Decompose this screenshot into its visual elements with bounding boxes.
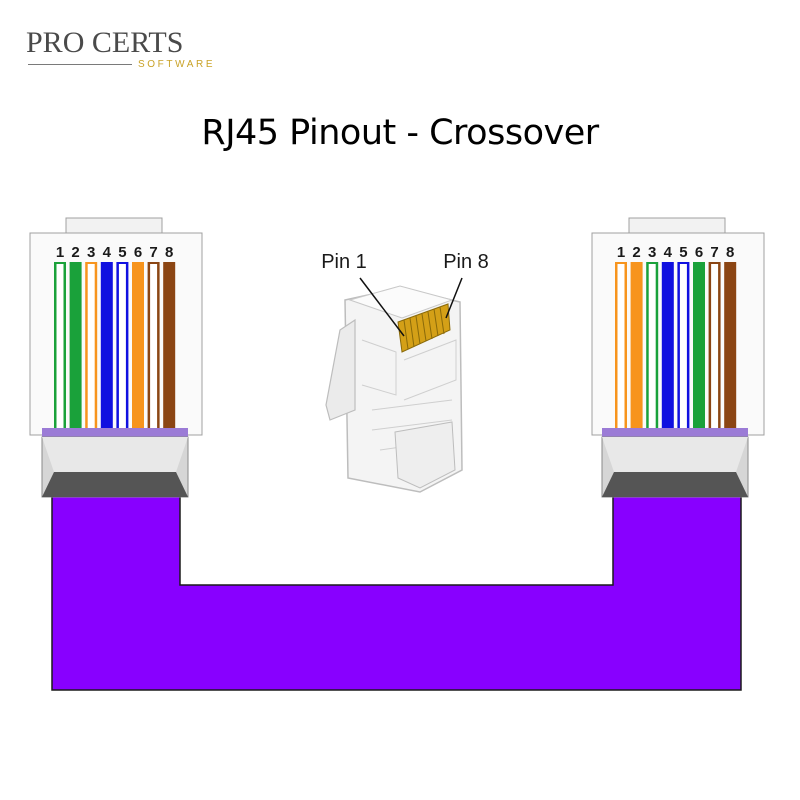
right-pin-number: 2 [632, 244, 640, 261]
left-pin-number: 8 [165, 244, 173, 261]
plug-top-face [348, 285, 454, 319]
right-boot-shadow [602, 472, 748, 497]
right-wire-4 [661, 262, 674, 430]
right-strain-band [602, 428, 748, 438]
right-pin-number: 7 [710, 244, 718, 261]
procerts-logo: PRO CERTS SOFTWARE [26, 26, 216, 76]
right-wire-6 [693, 262, 705, 430]
left-boot-highlight [42, 437, 188, 472]
left-wire-7-white-core [150, 264, 158, 428]
right-pin-number: 4 [664, 244, 673, 261]
right-wire-1-white-core [617, 264, 625, 428]
left-wire-8 [163, 262, 176, 430]
right-boot-highlight [602, 437, 748, 472]
right-pin-number: 5 [679, 244, 687, 261]
left-pin-number: 1 [56, 244, 64, 261]
logo-sub-text: SOFTWARE [138, 59, 216, 70]
left-wire-6 [132, 262, 144, 430]
right-wire-2 [630, 262, 643, 430]
right-pin-number: 3 [648, 244, 656, 261]
right-pin-number: 1 [617, 244, 625, 261]
left-wire-4 [100, 262, 113, 430]
pin1-label: Pin 1 [321, 251, 367, 273]
left-strain-band [42, 428, 188, 438]
plug-bottom-tab [394, 421, 456, 489]
right-pin-number: 8 [726, 244, 734, 261]
left-pin-number: 6 [134, 244, 142, 261]
rj45-plug-illustration: Pin 1 Pin 8 [321, 251, 489, 493]
plug-latch [325, 318, 356, 421]
left-wires [54, 262, 176, 430]
right-wire-8 [724, 262, 737, 430]
logo-main-text: PRO CERTS [26, 26, 184, 59]
crossover-cable [51, 494, 742, 691]
left-wire-1-white-core [56, 264, 64, 428]
right-pin-number: 6 [695, 244, 703, 261]
left-wire-2 [69, 262, 82, 430]
left-wire-3-white-core [87, 264, 95, 428]
plug-contact-lines [403, 306, 445, 350]
logo-divider [28, 64, 132, 65]
right-connector-clip [628, 217, 726, 235]
right-wire-7-white-core [711, 264, 719, 428]
left-pin-number: 4 [103, 244, 112, 261]
right-wire-5-white-core [679, 264, 687, 428]
left-wire-5-white-core [118, 264, 126, 428]
right-wire-3-white-core [648, 264, 656, 428]
pin8-pointer [445, 277, 463, 319]
pin8-label: Pin 8 [443, 251, 489, 273]
page-title: RJ45 Pinout - Crossover [201, 113, 599, 153]
pin1-pointer [359, 277, 405, 337]
left-pin-number: 5 [118, 244, 126, 261]
left-pin-number: 2 [71, 244, 79, 261]
left-pin-number: 7 [149, 244, 157, 261]
right-wires [615, 262, 737, 430]
left-connector-clip [65, 217, 163, 235]
left-pin-number: 3 [87, 244, 95, 261]
left-boot-shadow [42, 472, 188, 497]
